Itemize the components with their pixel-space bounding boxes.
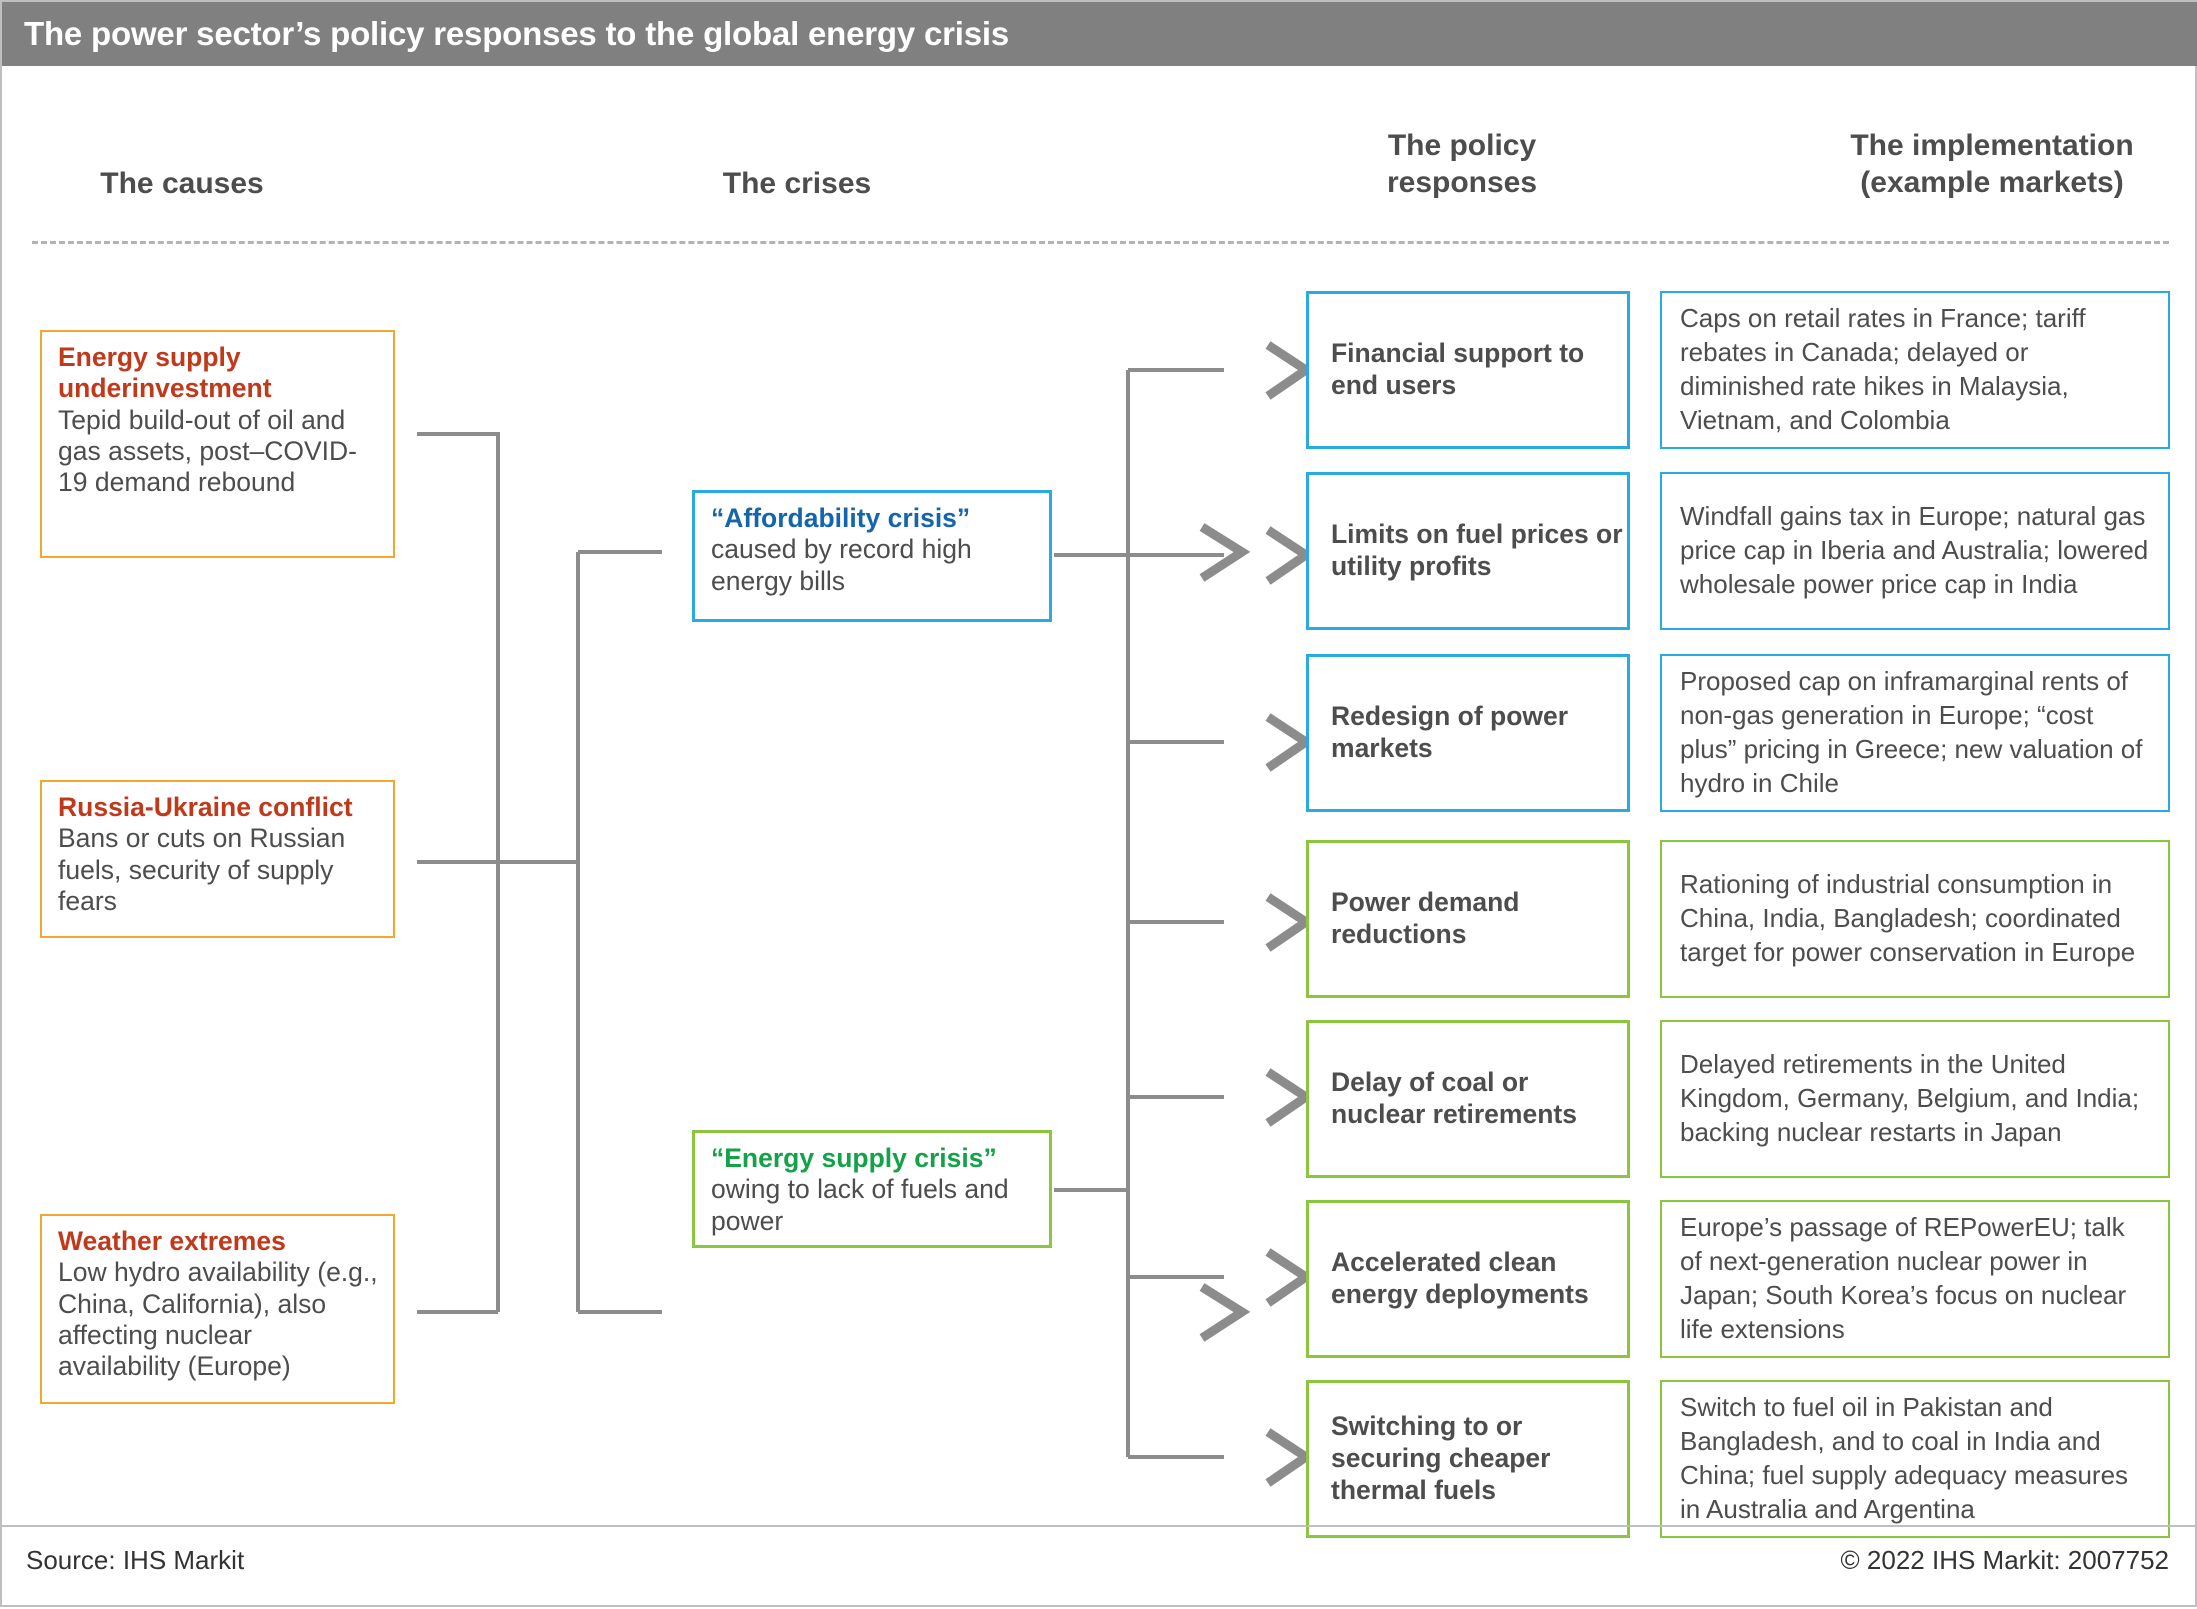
cause-heading: Russia-Ukraine conflict	[58, 792, 353, 822]
implementation-text: Rationing of industrial consumption in C…	[1680, 869, 2136, 967]
cause-box-energy-supply-underinvestment[interactable]: Energy supply underinvestment Tepid buil…	[40, 330, 395, 558]
column-header-implementation-line1: The implementation	[1850, 129, 2134, 162]
policy-label: Accelerated clean energy deployments	[1331, 1247, 1589, 1309]
column-header-implementation: The implementation (example markets)	[1652, 128, 2197, 201]
implementation-box-delay-retirements[interactable]: Delayed retirements in the United Kingdo…	[1660, 1020, 2170, 1178]
policy-label: Delay of coal or nuclear retirements	[1331, 1067, 1577, 1129]
column-header-policy-line1: The policy	[1387, 129, 1537, 162]
implementation-text: Delayed retirements in the United Kingdo…	[1680, 1049, 2140, 1147]
column-header-crises: The crises	[722, 167, 872, 200]
crisis-box-affordability[interactable]: “Affordability crisis” caused by record …	[692, 490, 1052, 622]
implementation-box-accelerated-clean-energy[interactable]: Europe’s passage of REPowerEU; talk of n…	[1660, 1200, 2170, 1358]
implementation-text: Europe’s passage of REPowerEU; talk of n…	[1680, 1212, 2127, 1344]
implementation-text: Windfall gains tax in Europe; natural ga…	[1680, 501, 2149, 599]
cause-body: Tepid build-out of oil and gas assets, p…	[58, 404, 357, 498]
column-header-policy-line2: responses	[1386, 165, 1538, 199]
cause-box-weather-extremes[interactable]: Weather extremes Low hydro availability …	[40, 1214, 395, 1404]
footer: Source: IHS Markit © 2022 IHS Markit: 20…	[2, 1525, 2195, 1605]
policy-box-accelerated-clean-energy[interactable]: Accelerated clean energy deployments	[1306, 1200, 1630, 1358]
cause-body: Low hydro availability (e.g., China, Cal…	[58, 1257, 378, 1382]
policy-label: Power demand reductions	[1331, 887, 1520, 949]
implementation-box-power-demand-reductions[interactable]: Rationing of industrial consumption in C…	[1660, 840, 2170, 998]
cause-box-russia-ukraine-conflict[interactable]: Russia-Ukraine conflict Bans or cuts on …	[40, 780, 395, 938]
implementation-text: Proposed cap on inframarginal rents of n…	[1680, 666, 2143, 798]
policy-box-financial-support[interactable]: Financial support to end users	[1306, 291, 1630, 449]
policy-box-redesign-power-markets[interactable]: Redesign of power markets	[1306, 654, 1630, 812]
column-header-policy-responses: The policy responses	[1302, 128, 1622, 201]
page-title: The power sector’s policy responses to t…	[24, 15, 1010, 52]
policy-label: Limits on fuel prices or utility profits	[1331, 519, 1623, 581]
policy-box-limits-fuel-prices[interactable]: Limits on fuel prices or utility profits	[1306, 472, 1630, 630]
policy-box-switching-thermal-fuels[interactable]: Switching to or securing cheaper thermal…	[1306, 1380, 1630, 1538]
implementation-box-redesign-power-markets[interactable]: Proposed cap on inframarginal rents of n…	[1660, 654, 2170, 812]
crisis-body: owing to lack of fuels and power	[711, 1174, 1009, 1236]
policy-box-delay-retirements[interactable]: Delay of coal or nuclear retirements	[1306, 1020, 1630, 1178]
policy-label: Redesign of power markets	[1331, 701, 1569, 763]
policy-label: Financial support to end users	[1331, 338, 1585, 400]
policy-label: Switching to or securing cheaper thermal…	[1331, 1411, 1551, 1505]
implementation-box-financial-support[interactable]: Caps on retail rates in France; tariff r…	[1660, 291, 2170, 449]
cause-heading: Energy supply underinvestment	[58, 342, 272, 404]
implementation-text: Switch to fuel oil in Pakistan and Bangl…	[1680, 1392, 2129, 1524]
column-header-causes: The causes	[100, 167, 264, 200]
crisis-heading: “Affordability crisis”	[711, 503, 971, 533]
source-label: Source: IHS Markit	[26, 1545, 245, 1575]
title-bar: The power sector’s policy responses to t…	[2, 2, 2197, 66]
policy-box-power-demand-reductions[interactable]: Power demand reductions	[1306, 840, 1630, 998]
implementation-box-limits-fuel-prices[interactable]: Windfall gains tax in Europe; natural ga…	[1660, 472, 2170, 630]
copyright-label: © 2022 IHS Markit: 2007752	[1840, 1545, 2169, 1575]
column-header-implementation-line2: (example markets)	[1860, 165, 2124, 199]
cause-heading: Weather extremes	[58, 1226, 286, 1256]
implementation-box-switching-thermal-fuels[interactable]: Switch to fuel oil in Pakistan and Bangl…	[1660, 1380, 2170, 1538]
implementation-text: Caps on retail rates in France; tariff r…	[1680, 303, 2086, 435]
crisis-heading: “Energy supply crisis”	[711, 1143, 997, 1173]
crisis-box-energy-supply[interactable]: “Energy supply crisis” owing to lack of …	[692, 1130, 1052, 1248]
cause-body: Bans or cuts on Russian fuels, security …	[58, 823, 346, 916]
header-divider	[32, 241, 2169, 244]
crisis-body: caused by record high energy bills	[711, 534, 972, 596]
